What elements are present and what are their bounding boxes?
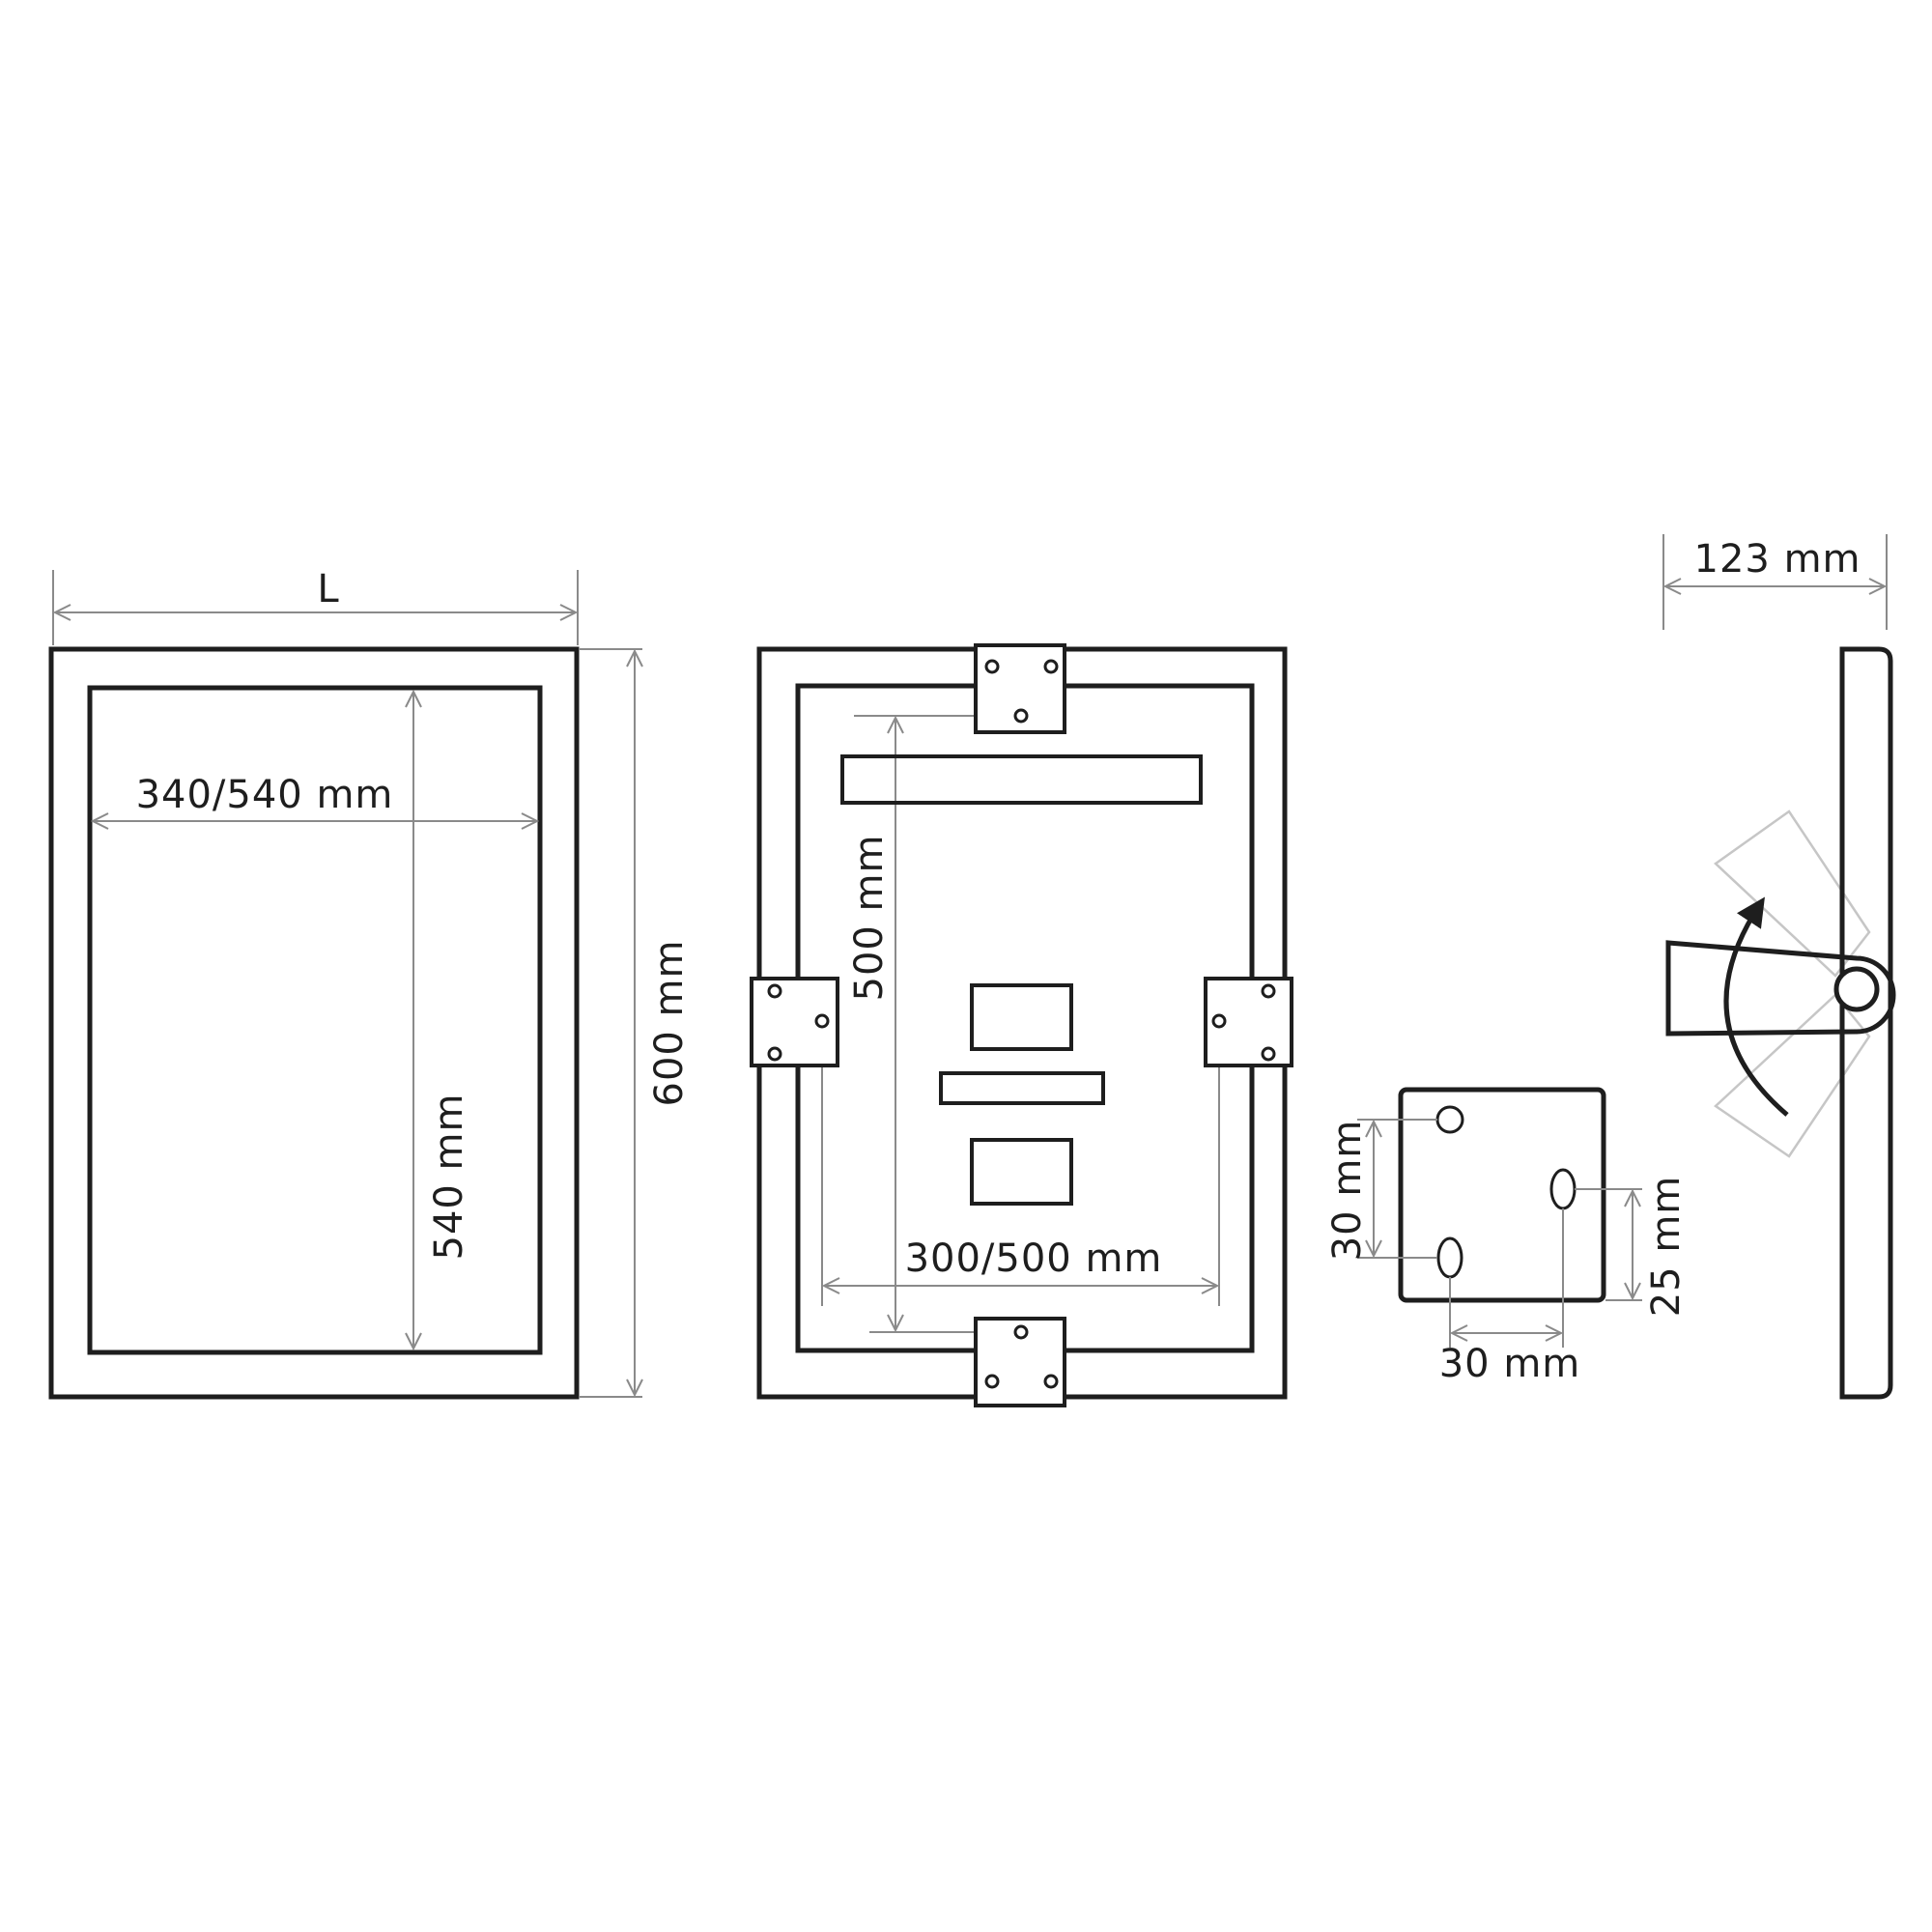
mirror-glass-inner (87, 685, 543, 1355)
depth-label: 123 mm (1694, 537, 1861, 582)
pivot-joint (1833, 966, 1880, 1012)
hole-horizontal-label: 30 mm (1439, 1342, 1581, 1386)
upper-block (970, 983, 1073, 1051)
front-view: L 340/540 mm 540 mm 600 mm (48, 567, 692, 1400)
bracket-detail: 30 mm 25 mm 30 mm (1325, 1087, 1689, 1386)
mirror-frame-outer (48, 646, 580, 1400)
lower-block (970, 1138, 1073, 1206)
top-rail (840, 754, 1203, 805)
bracket-top (974, 643, 1066, 734)
bracket-vertical-label: 500 mm (847, 835, 892, 1002)
bracket-bottom (974, 1317, 1066, 1407)
back-view: 500 mm 300/500 mm (750, 643, 1293, 1407)
rotation-arrow-icon (1723, 896, 1789, 1117)
outer-height-label: 600 mm (647, 940, 692, 1107)
center-rail (939, 1071, 1105, 1105)
hole-vertical-label: 30 mm (1325, 1120, 1370, 1262)
width-label: L (317, 567, 339, 611)
swivel-arm (1665, 940, 1896, 1037)
mirror-side-profile (1839, 646, 1893, 1400)
bracket-right (1204, 977, 1293, 1067)
plate-hole-top (1435, 1105, 1464, 1134)
bracket-plate (1398, 1087, 1606, 1303)
bracket-horizontal-label: 300/500 mm (905, 1236, 1163, 1281)
side-view: 123 mm (1662, 534, 1896, 1400)
arm-ghost-up (1714, 810, 1871, 978)
plate-slot-right (1549, 1168, 1577, 1210)
arm-ghost-down (1714, 993, 1871, 1158)
inner-width-label: 340/540 mm (136, 773, 394, 817)
inner-height-label: 540 mm (427, 1094, 471, 1261)
hole-offset-label: 25 mm (1644, 1176, 1689, 1318)
bracket-left (750, 977, 839, 1067)
plate-slot-bottom (1436, 1236, 1463, 1279)
